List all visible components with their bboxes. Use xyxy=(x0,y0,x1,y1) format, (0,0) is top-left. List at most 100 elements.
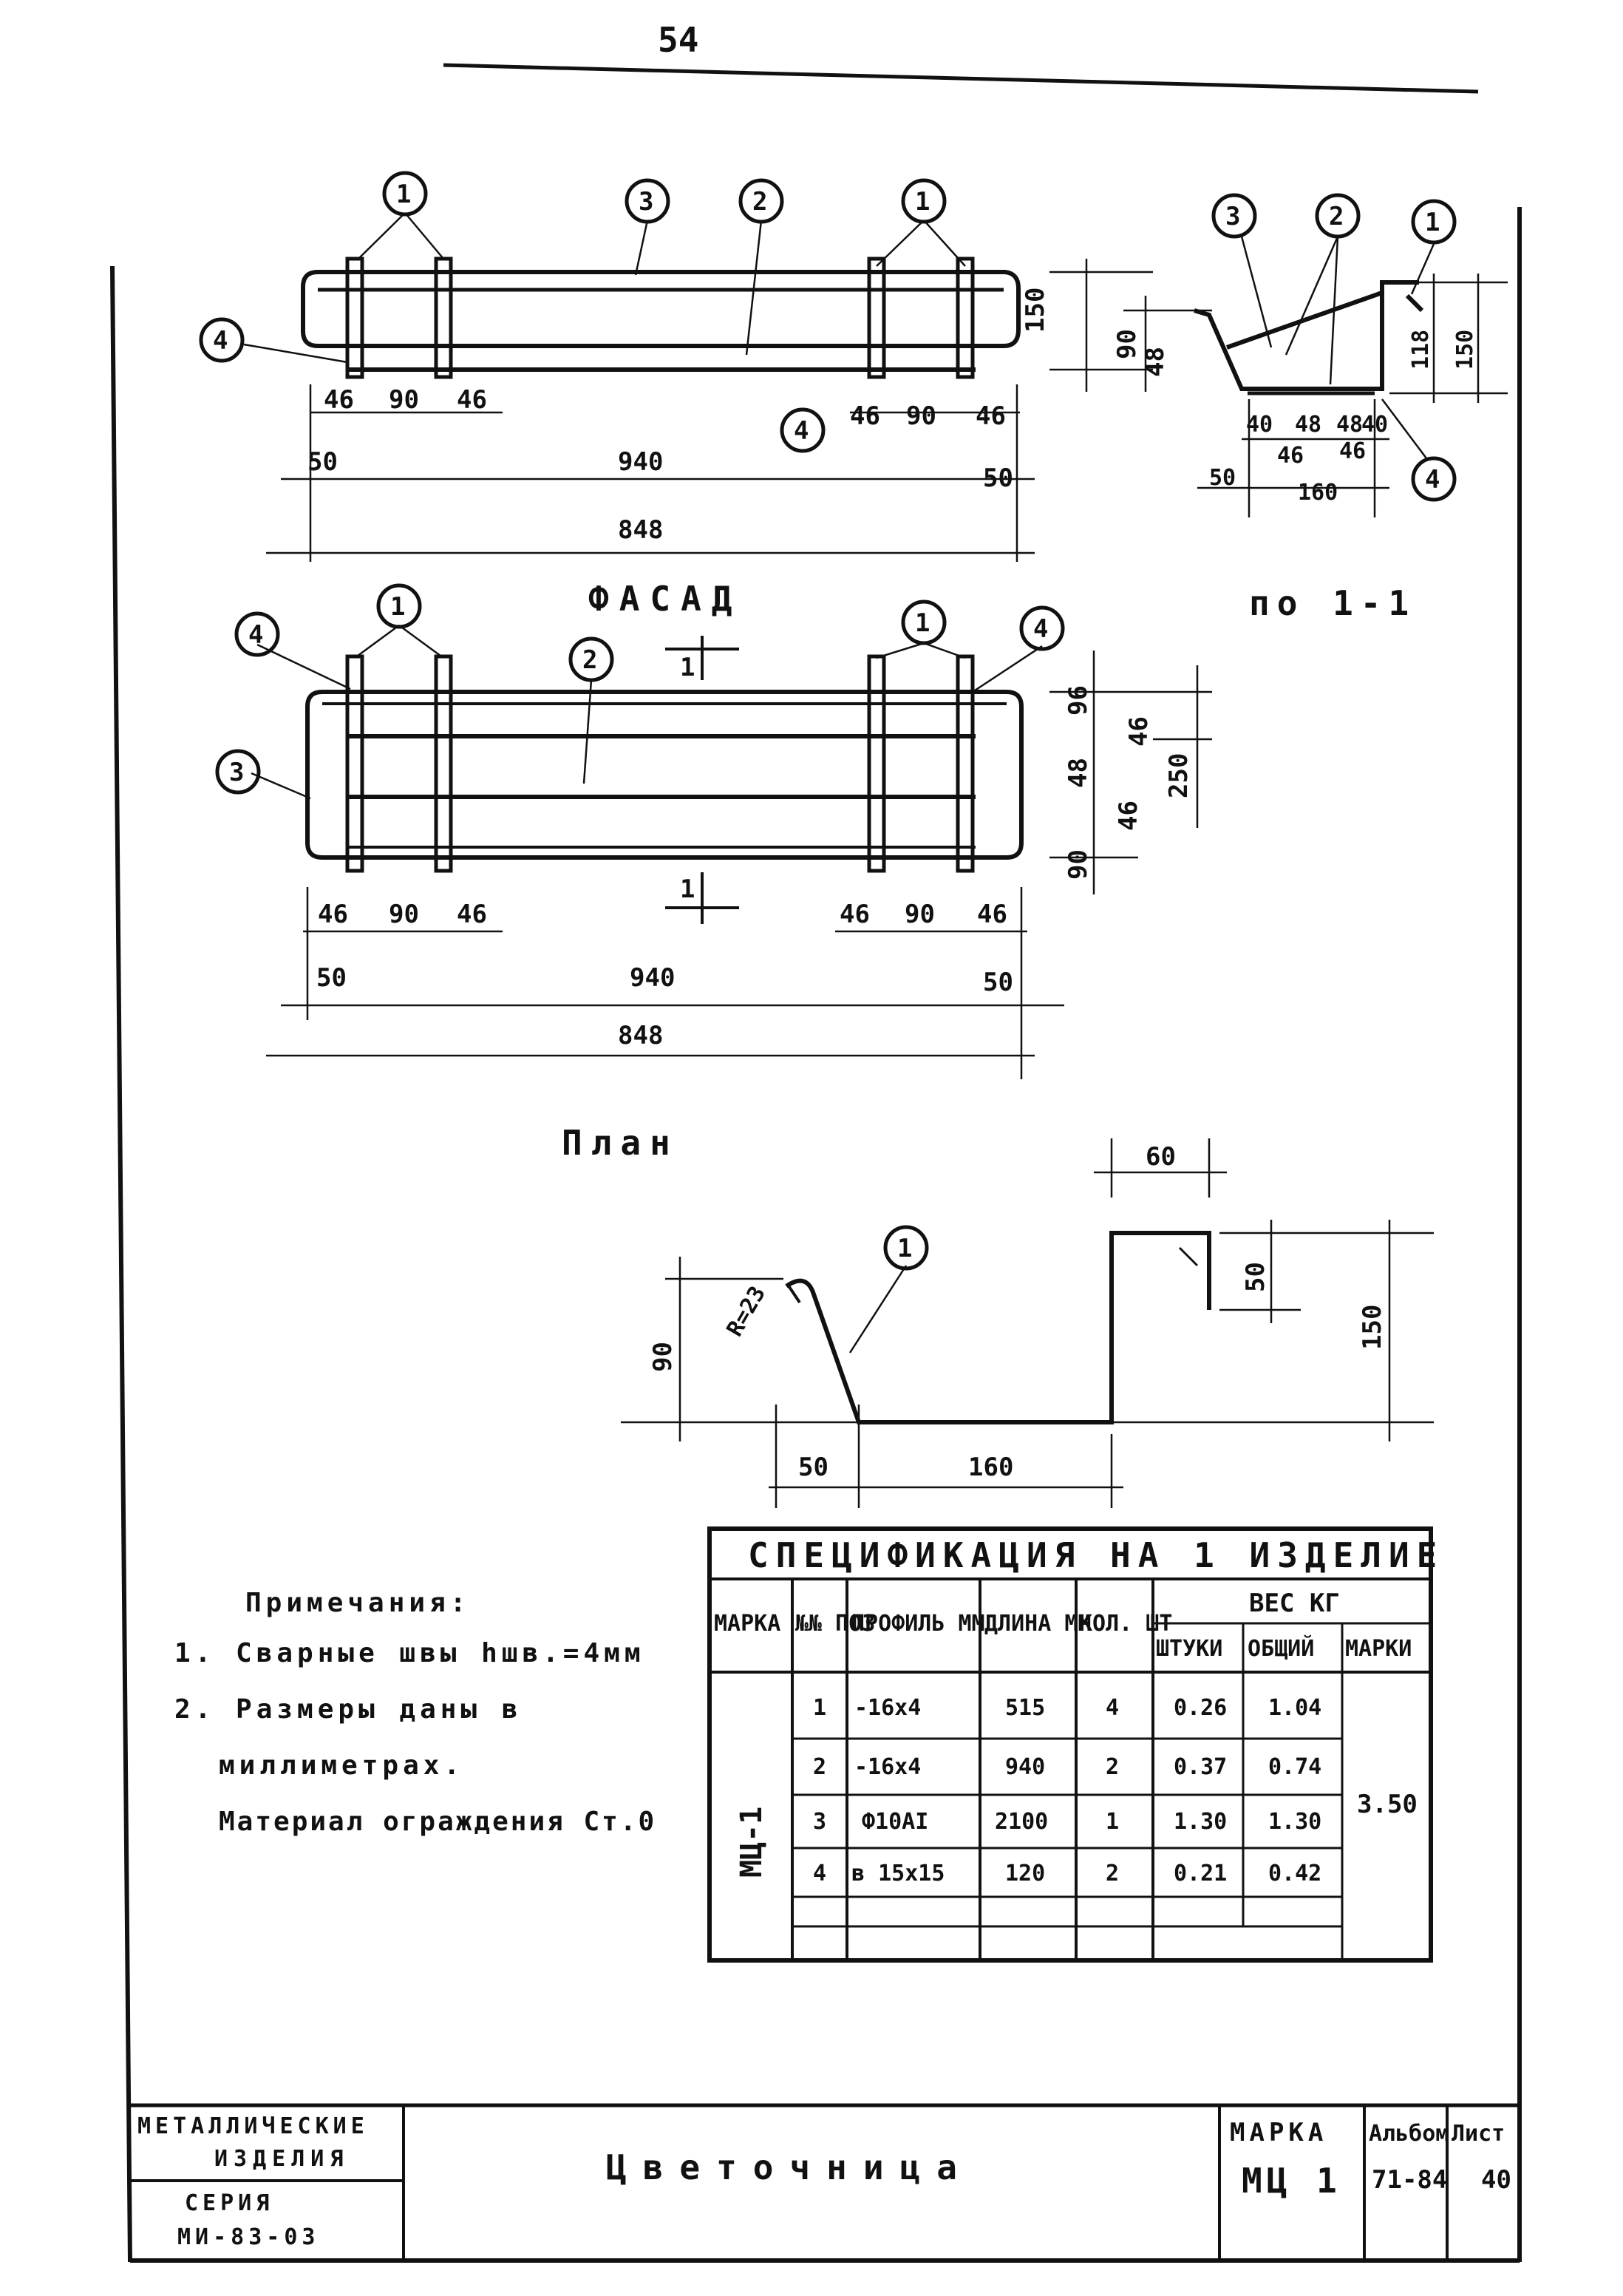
notes-line: 2. Размеры даны в xyxy=(174,1694,523,1725)
facade-dim-total: 848 xyxy=(618,515,663,545)
detail-view xyxy=(621,1138,1434,1508)
spec-table-text: СПЕЦИФИКАЦИЯ НА 1 ИЗДЕЛИЕ МАРКА №№ ПОЗ П… xyxy=(714,1535,1444,1886)
facade-dim: 46 xyxy=(324,385,354,415)
section-dim: 118 xyxy=(1408,330,1434,370)
spec-row: 1 -16х4 515 4 0.26 1.04 xyxy=(813,1695,1321,1721)
plan-callout-label: 4 xyxy=(1033,614,1048,644)
plan-dim: 46 xyxy=(1124,716,1154,747)
plan-callout-label: 4 xyxy=(248,620,263,650)
detail-dim: 60 xyxy=(1146,1142,1176,1172)
plan-callout-label: 1 xyxy=(390,592,405,622)
section-title: по 1-1 xyxy=(1249,583,1416,623)
facade-dim: 90 xyxy=(1112,329,1142,359)
sheet-frame xyxy=(110,207,1522,2263)
spec-header-pos: №№ ПОЗ xyxy=(795,1611,875,1637)
section-callout-label: 4 xyxy=(1425,465,1440,495)
notes-line: миллиметрах. xyxy=(219,1750,465,1781)
facade-callout xyxy=(199,317,245,363)
facade-callout-label: 4 xyxy=(794,416,809,446)
facade-strap xyxy=(956,257,975,379)
facade-strap xyxy=(345,257,364,379)
detail-dim: 150 xyxy=(1358,1305,1387,1350)
plan-section-mark: 1 xyxy=(680,653,695,682)
spec-cell-pos: 4 xyxy=(813,1861,826,1886)
org-line-2: ИЗДЕЛИЯ xyxy=(214,2146,349,2172)
spec-cell-piece: 1.30 xyxy=(1174,1809,1227,1835)
spec-header-profile: ПРОФИЛЬ ММ xyxy=(851,1611,985,1637)
sheet-label: Лист xyxy=(1452,2121,1505,2147)
spec-cell-pos: 1 xyxy=(813,1695,826,1721)
spec-cell-length: 2100 xyxy=(995,1809,1048,1835)
section-callout-label: 1 xyxy=(1425,208,1440,237)
spec-header-weight: ВЕС КГ xyxy=(1249,1589,1340,1618)
spec-cell-length: 515 xyxy=(1005,1695,1045,1721)
section-dim: 50 xyxy=(1209,465,1236,491)
facade-labels: 1 3 2 1 4 4 46 90 46 46 90 46 50 940 50 … xyxy=(213,180,1170,619)
spec-header-w-piece: ШТУКИ xyxy=(1156,1636,1222,1662)
plan-strap xyxy=(956,654,975,873)
facade-dim: 46 xyxy=(976,401,1006,431)
spec-cell-qty: 4 xyxy=(1106,1695,1119,1721)
spec-row: 2 -16х4 940 2 0.37 0.74 xyxy=(813,1754,1321,1780)
plan-dim: 46 xyxy=(457,900,487,929)
facade-callout xyxy=(382,171,428,217)
section-dim: 160 xyxy=(1298,480,1338,506)
section-callout xyxy=(1315,193,1361,239)
facade-callout-label: 1 xyxy=(396,180,411,209)
spec-cell-piece: 0.37 xyxy=(1174,1754,1227,1780)
plan-dim: 46 xyxy=(318,900,348,929)
detail-labels: 1 R=23 60 50 150 90 50 160 xyxy=(648,1142,1387,1482)
spec-cell-piece: 0.21 xyxy=(1174,1861,1227,1886)
section-dim: 150 xyxy=(1452,330,1478,370)
plan-section-mark: 1 xyxy=(680,874,695,904)
plan-callout xyxy=(234,611,280,657)
plan-strap xyxy=(345,654,364,873)
spec-cell-qty: 1 xyxy=(1106,1809,1119,1835)
title-block-text: МЕТАЛЛИЧЕСКИЕ ИЗДЕЛИЯ СЕРИЯ МИ-83-03 Цве… xyxy=(137,2113,1511,2250)
section-labels: 3 2 1 4 40 48 48 40 46 46 50 160 118 150… xyxy=(1209,202,1478,623)
section-dim: 40 xyxy=(1361,412,1388,438)
spec-row: 3 Ф10АI 2100 1 1.30 1.30 xyxy=(813,1809,1321,1835)
detail-radius: R=23 xyxy=(722,1282,771,1341)
facade-strap xyxy=(867,257,886,379)
facade-dim: 48 xyxy=(1140,347,1170,377)
section-callout xyxy=(1411,199,1457,245)
mark-label: МАРКА xyxy=(1230,2118,1327,2147)
spec-header-w-total: ОБЩИЙ xyxy=(1248,1635,1314,1662)
plan-callout xyxy=(215,749,261,795)
spec-mark-value: МЦ-1 xyxy=(735,1807,769,1878)
section-callout-label: 2 xyxy=(1329,202,1344,231)
spec-row: 4 в 15х15 120 2 0.21 0.42 xyxy=(813,1861,1321,1886)
spec-title: СПЕЦИФИКАЦИЯ НА 1 ИЗДЕЛИЕ xyxy=(748,1535,1444,1575)
spec-cell-length: 120 xyxy=(1005,1861,1045,1886)
plan-dim: 90 xyxy=(905,900,935,929)
facade-dim: 46 xyxy=(850,401,880,431)
detail-dim: 90 xyxy=(648,1342,678,1372)
spec-header-length: ДЛИНА ММ xyxy=(984,1611,1092,1637)
spec-header-w-mark: МАРКИ xyxy=(1345,1636,1412,1662)
plan-dim: 46 xyxy=(977,900,1007,929)
org-line-1: МЕТАЛЛИЧЕСКИЕ xyxy=(137,2113,369,2139)
facade-callout xyxy=(780,407,826,453)
plan-title: План xyxy=(562,1123,679,1163)
facade-dim: 50 xyxy=(983,463,1013,493)
detail-callout xyxy=(883,1225,929,1271)
spec-cell-profile: -16х4 xyxy=(854,1695,921,1721)
facade-strap xyxy=(434,257,453,379)
notes-line: 1. Сварные швы hшв.=4мм xyxy=(174,1638,645,1668)
section-callout xyxy=(1411,456,1457,502)
plan-dim: 46 xyxy=(840,900,870,929)
section-dim: 46 xyxy=(1339,438,1366,464)
plan-dim: 50 xyxy=(983,968,1013,997)
plan-dim: 250 xyxy=(1164,753,1194,798)
spec-table xyxy=(707,1526,1433,1963)
notes-line: Материал ограждения Ст.0 xyxy=(219,1807,657,1837)
plan-view xyxy=(215,583,1212,1079)
facade-title: ФАСАД xyxy=(588,579,742,619)
drawing-name: Цветочница xyxy=(606,2147,973,2187)
facade-dim: 150 xyxy=(1021,288,1050,333)
spec-cell-profile: Ф10АI xyxy=(862,1809,928,1835)
plan-dim: 90 xyxy=(389,900,419,929)
series-label: СЕРИЯ xyxy=(185,2190,273,2216)
